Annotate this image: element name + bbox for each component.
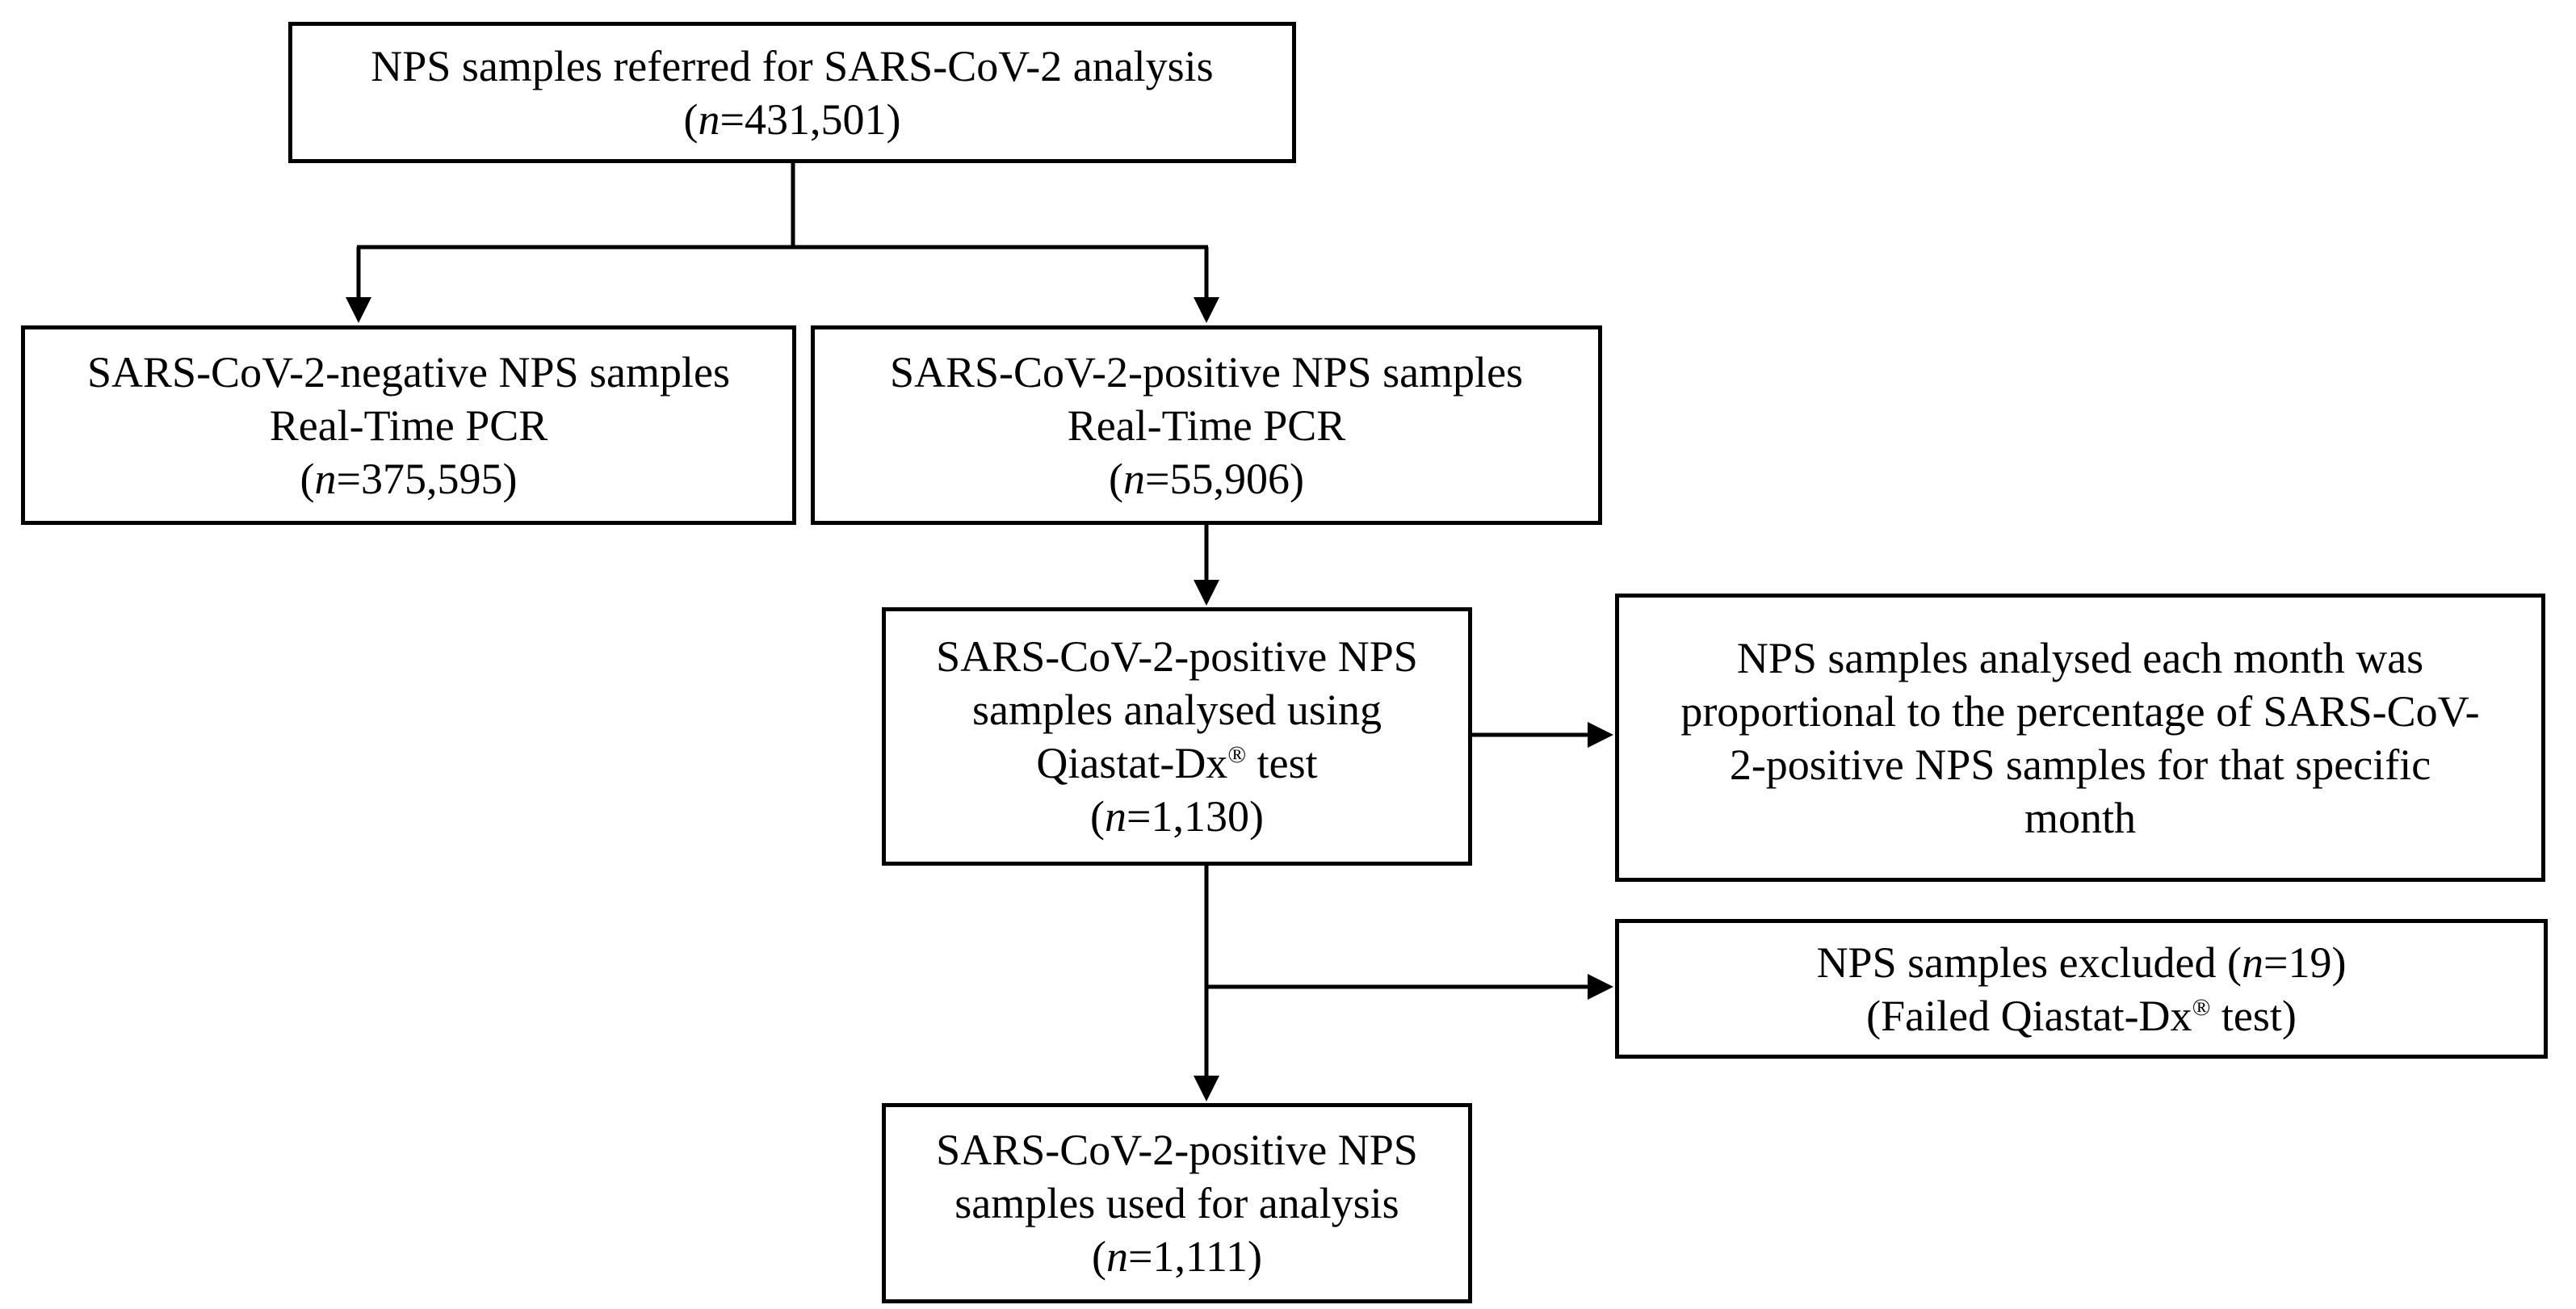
box-referred-samples: NPS samples referred for SARS-CoV-2 anal… [288,22,1296,163]
box-monthly-proportion-note: NPS samples analysed each month was prop… [1615,594,2545,882]
n-symbol: n [314,454,337,503]
box-positive-samples: SARS-CoV-2-positive NPS samples Real-Tim… [811,325,1602,525]
n-symbol: n [1123,454,1146,503]
box-final-line-2: samples used for analysis [954,1179,1399,1227]
box-negative-line-2: Real-Time PCR [269,401,548,450]
box-excluded-line-1: NPS samples excluded (n=19) [1817,936,2347,989]
box-monthly-line-2: proportional to the percentage of SARS-C… [1680,686,2480,736]
box-monthly-line-4: month [2024,793,2136,842]
box-referred-line-1: NPS samples referred for SARS-CoV-2 anal… [371,41,1214,90]
box-qiastat-analysed: SARS-CoV-2-positive NPS samples analysed… [882,607,1472,866]
box-final-line-1: SARS-CoV-2-positive NPS [936,1126,1418,1174]
box-negative-samples: SARS-CoV-2-negative NPS samples Real-Tim… [21,325,796,525]
n-symbol: n [2241,938,2263,987]
box-referred-count: (n=431,501) [683,94,901,144]
count-value: =1,111 [1128,1232,1248,1281]
n-symbol: n [1105,792,1127,841]
box-qiastat-line-2: samples analysed using [972,686,1382,734]
arrowhead-left [346,297,371,323]
box-monthly-line-1: NPS samples analysed each month was [1736,633,2424,682]
box-negative-count: (n=375,595) [300,454,518,503]
box-final-analysis-samples: SARS-CoV-2-positive NPS samples used for… [882,1103,1472,1303]
n-symbol: n [698,94,720,144]
box-negative-line-1: SARS-CoV-2-negative NPS samples [86,347,731,396]
box-monthly-line-3: 2-positive NPS samples for that specific [1729,740,2431,789]
registered-mark: ® [2192,993,2211,1021]
count-value: =55,906 [1145,454,1290,503]
count-value: =19) [2263,938,2347,987]
arrowhead-right [1194,297,1219,323]
arrowhead-monthly [1588,722,1613,748]
arrowhead-qiastat [1194,580,1219,606]
arrowhead-excluded [1588,974,1613,1000]
box-positive-count: (n=55,906) [1109,454,1304,503]
box-positive-line-2: Real-Time PCR [1067,401,1346,450]
registered-mark: ® [1227,741,1247,768]
n-symbol: n [1106,1232,1129,1281]
test-suffix: test [1246,739,1318,787]
box-final-count: (n=1,111) [1092,1232,1262,1281]
arrowhead-final [1194,1076,1219,1101]
box-positive-line-1: SARS-CoV-2-positive NPS samples [889,347,1524,396]
count-value: =375,595 [336,454,503,503]
box-qiastat-line-3: Qiastat-Dx® test [1036,736,1317,790]
excluded-label: NPS samples excluded ( [1816,938,2242,987]
box-excluded-line-2: (Failed Qiastat-Dx® test) [1866,989,2297,1043]
box-qiastat-line-1: SARS-CoV-2-positive NPS [936,632,1418,681]
count-value: =431,501 [720,94,887,144]
test-name: Qiastat-Dx [1036,739,1228,787]
failed-test-label: (Failed Qiastat-Dx [1866,991,2192,1040]
box-qiastat-count: (n=1,130) [1090,792,1264,841]
count-value: =1,130 [1126,792,1249,841]
failed-test-suffix: test) [2210,991,2297,1040]
box-excluded-samples: NPS samples excluded (n=19) (Failed Qias… [1615,919,2548,1059]
